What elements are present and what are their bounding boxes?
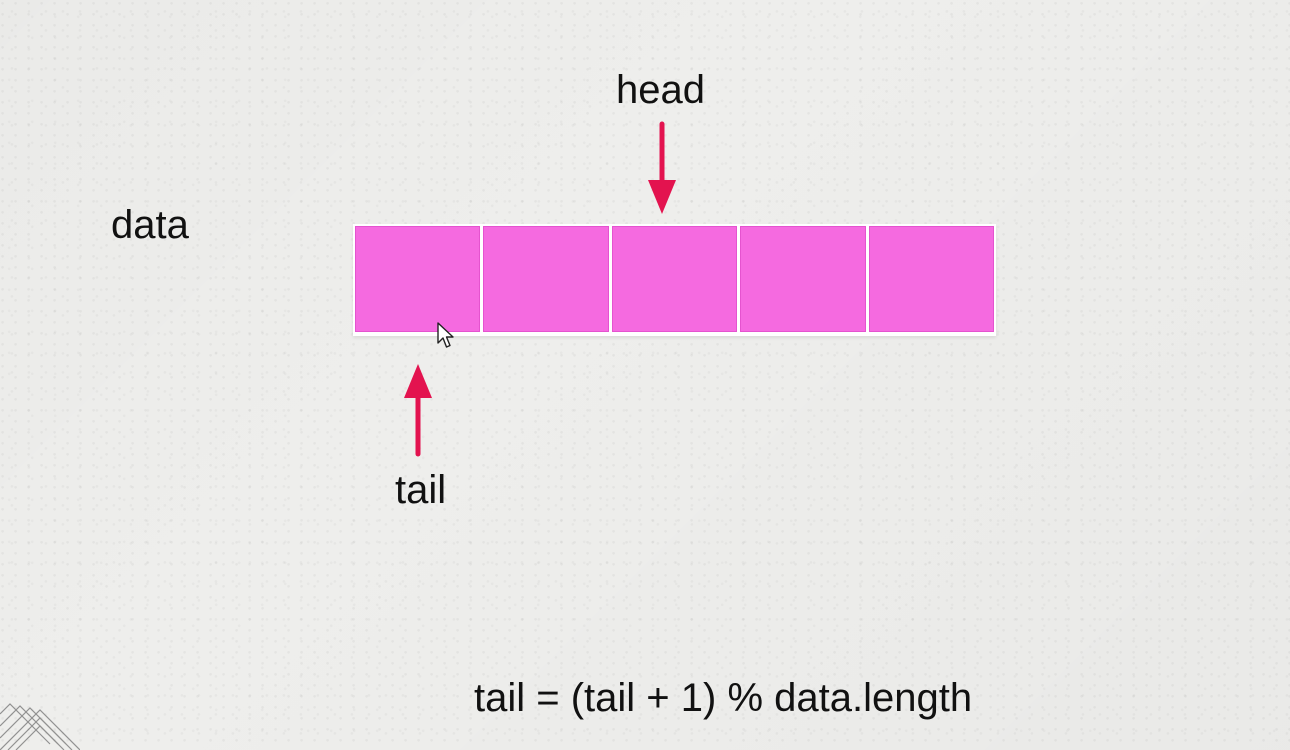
array-cell [355,226,481,332]
tail-label: tail [395,468,447,512]
head-label: head [616,68,705,112]
array-cell [483,226,609,332]
array-cell [611,226,738,332]
array-label: data [111,203,189,247]
tail-arrow-icon [404,364,432,457]
array-cell [868,226,995,332]
formula-text: tail = (tail + 1) % data.length [474,676,973,720]
head-arrow-icon [648,121,676,214]
array-cell [740,226,866,332]
mouse-cursor-icon [437,322,454,348]
data-array [353,224,996,336]
corner-pattern-decoration [0,703,80,750]
